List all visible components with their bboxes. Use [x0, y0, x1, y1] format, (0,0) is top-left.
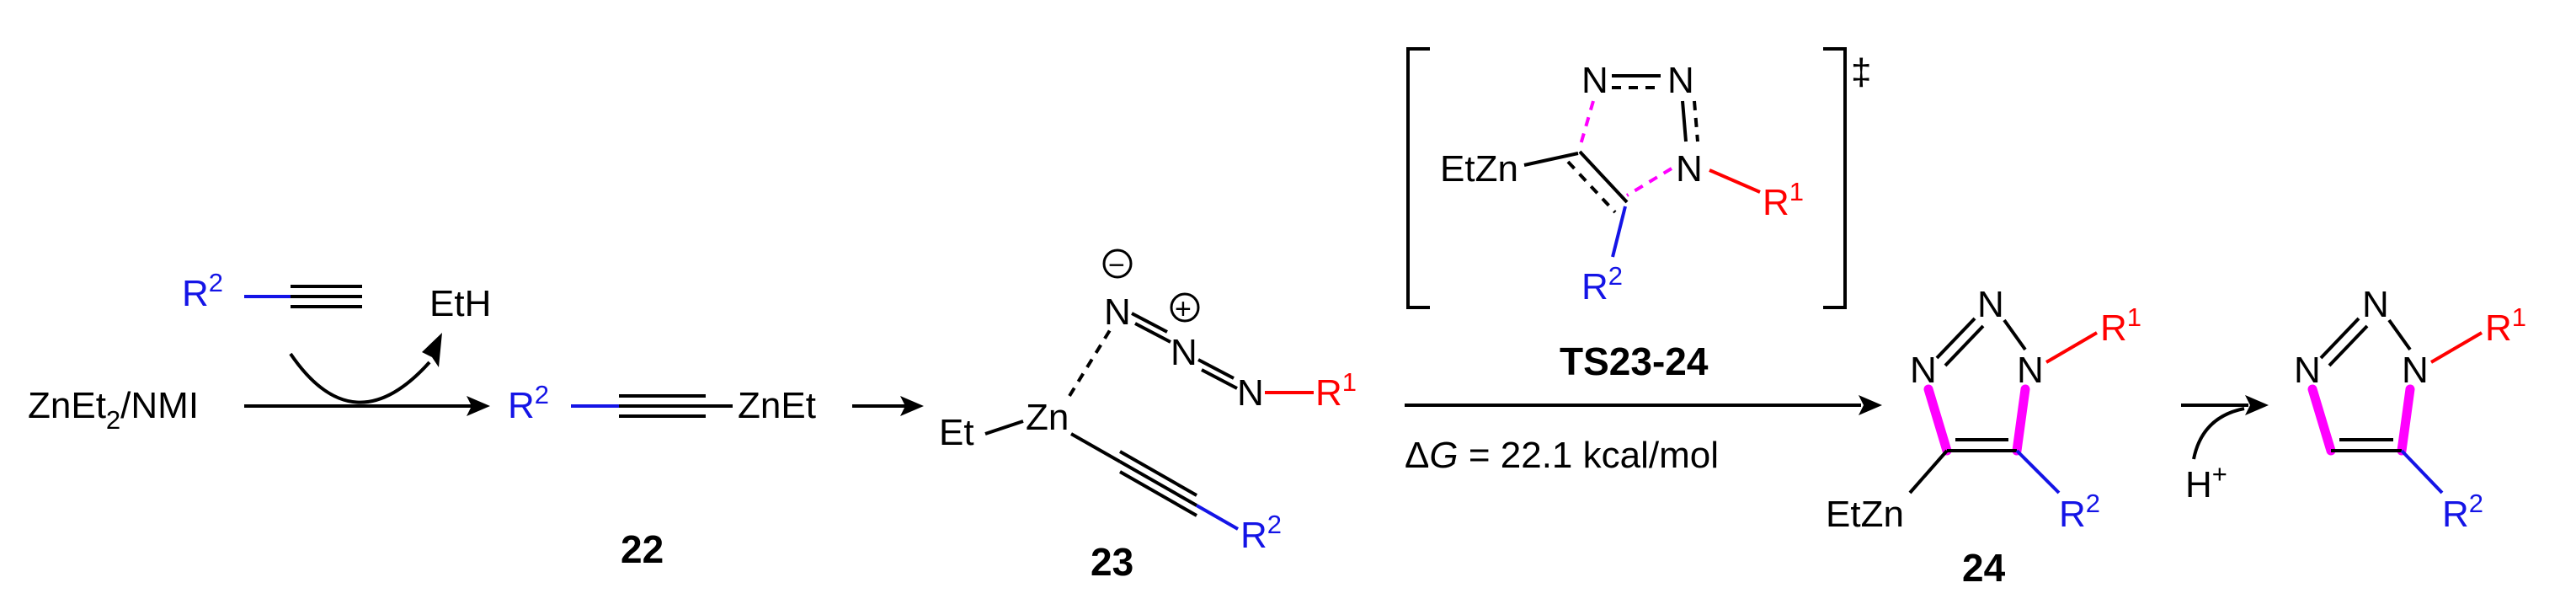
- svg-text:R1: R1: [1315, 367, 1357, 414]
- compound-24: N N N R1 EtZn R2: [1826, 284, 2141, 535]
- svg-text:N: N: [1977, 284, 2004, 325]
- svg-text:N: N: [1104, 291, 1131, 333]
- starting-reagent: ZnEt2/NMI: [28, 385, 199, 435]
- svg-text:R2: R2: [1240, 510, 1282, 556]
- svg-text:N: N: [2402, 350, 2429, 391]
- svg-text:EtZn: EtZn: [1826, 494, 1904, 535]
- byproduct-ethane: EtH: [429, 283, 491, 324]
- svg-text:N: N: [1237, 372, 1264, 414]
- svg-text:EtZn: EtZn: [1440, 148, 1518, 190]
- ts-dagger: ‡: [1851, 51, 1871, 93]
- svg-text:N: N: [2362, 284, 2389, 325]
- reagent-zinc-diethyl: ZnEt: [28, 385, 106, 426]
- label-compound-22: 22: [621, 527, 664, 571]
- svg-text:N: N: [1171, 332, 1197, 373]
- svg-text:R2: R2: [2442, 489, 2483, 535]
- svg-text:N: N: [2294, 350, 2321, 391]
- svg-text:R2: R2: [1581, 261, 1623, 307]
- proton-source: H+: [2185, 459, 2227, 505]
- triazole-product: N N N R1 R2: [2294, 284, 2526, 535]
- curved-arrow-byproduct: [289, 352, 431, 404]
- svg-text:R1: R1: [2485, 302, 2526, 349]
- zn-n-coordination: [1068, 329, 1112, 398]
- svg-text:N: N: [1676, 148, 1703, 190]
- svg-text:Et: Et: [939, 412, 974, 453]
- svg-text:R2: R2: [508, 380, 549, 426]
- ts-left-bracket: [1406, 47, 1430, 309]
- arrowhead-1: [467, 396, 490, 416]
- terminal-alkyne: R2: [182, 268, 362, 314]
- svg-text:N: N: [1667, 60, 1694, 101]
- svg-text:R1: R1: [2100, 302, 2141, 349]
- svg-text:−: −: [1108, 249, 1125, 281]
- label-compound-23: 23: [1091, 540, 1133, 584]
- compound-23: Et Zn − N + N N R1 R2: [939, 249, 1357, 556]
- label-compound-24: 24: [1962, 546, 2006, 590]
- label-transition-state: TS23-24: [1560, 339, 1709, 383]
- svg-text:+: +: [1175, 293, 1192, 325]
- svg-text:ZnEt2/NMI: ZnEt2/NMI: [28, 385, 199, 435]
- svg-text:ZnEt: ZnEt: [738, 385, 816, 426]
- svg-text:N: N: [2017, 350, 2044, 391]
- activation-energy-label: ΔG = 22.1 kcal/mol: [1405, 435, 1719, 476]
- svg-text:N: N: [1581, 60, 1608, 101]
- compound-22: R2 ZnEt: [508, 380, 816, 426]
- transition-state: ‡ N N N EtZn R1 R2: [1406, 47, 1871, 309]
- svg-text:R2: R2: [182, 268, 223, 314]
- svg-text:R1: R1: [1763, 177, 1804, 223]
- svg-text:R2: R2: [2059, 489, 2100, 535]
- ts-right-bracket: [1823, 47, 1847, 309]
- svg-text:Zn: Zn: [1026, 397, 1069, 438]
- svg-text:N: N: [1910, 350, 1937, 391]
